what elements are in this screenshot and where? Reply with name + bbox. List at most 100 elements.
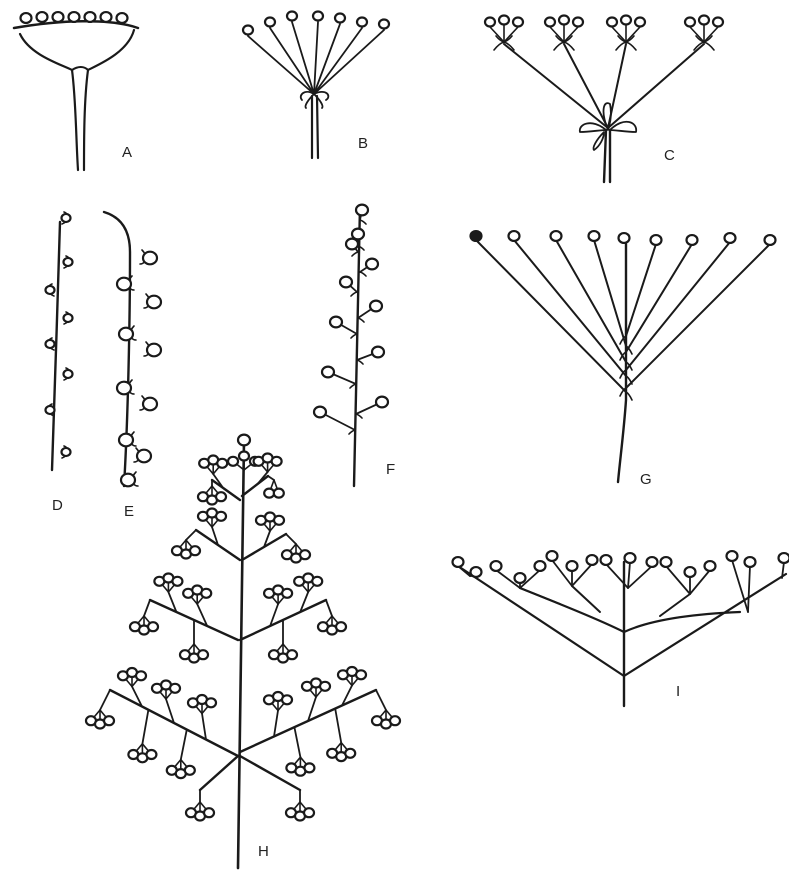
pedicel [748, 566, 750, 612]
floret-icon [661, 557, 672, 567]
floret-icon [21, 13, 32, 23]
pedicel [186, 530, 196, 540]
floret-icon [243, 26, 253, 35]
floret-icon [485, 18, 495, 27]
floret-icon [264, 489, 274, 498]
floret-icon [551, 231, 562, 241]
floret-icon [573, 18, 583, 27]
floret-icon [357, 18, 367, 27]
floret-icon [779, 553, 789, 563]
floret-icon [185, 766, 195, 775]
floret-icon [685, 567, 696, 577]
pedicel [490, 27, 504, 42]
floret-icon [372, 347, 384, 358]
panel-g-label: G [640, 471, 652, 488]
floret-icon [272, 457, 282, 466]
floret-icon [491, 561, 502, 571]
floret-icon [46, 406, 55, 414]
pedicel [550, 27, 564, 42]
floret-icon [390, 716, 400, 725]
floret-icon [699, 16, 709, 25]
panel-i-florets [453, 551, 789, 616]
floret-icon [635, 18, 645, 27]
floret-icon [137, 450, 151, 463]
floret-icon [685, 18, 695, 27]
pedicel [294, 727, 300, 757]
floret-icon [765, 235, 776, 245]
panel-f-label: F [386, 461, 395, 478]
floret-icon [172, 577, 182, 586]
pedicel [572, 586, 600, 612]
floret-icon [117, 13, 128, 23]
panel-h-drawing [238, 440, 244, 868]
floret-icon [190, 546, 200, 555]
panel-d-label: D [52, 497, 63, 514]
pedicel [144, 600, 150, 616]
floret-icon [198, 650, 208, 659]
pedicel [626, 244, 656, 336]
floret-icon [535, 561, 546, 571]
floret-icon [509, 231, 520, 241]
floret-icon [705, 561, 716, 571]
pedicel [626, 242, 730, 370]
floret-icon [69, 12, 80, 22]
panel-i-drawing [458, 562, 786, 706]
floret-icon [53, 12, 64, 22]
floret-icon [228, 457, 238, 466]
floret-icon [300, 550, 310, 559]
floret-icon [146, 750, 156, 759]
panel-g-rays [471, 231, 776, 400]
floret-icon [287, 12, 297, 21]
floret-icon [340, 277, 352, 288]
floret-icon [607, 18, 617, 27]
floret-icon [143, 398, 157, 411]
floret-icon [119, 328, 133, 341]
floret-icon [37, 12, 48, 22]
bract [357, 360, 363, 364]
floret-icon [85, 12, 96, 22]
pedicel [514, 240, 626, 376]
pedicel [626, 244, 692, 352]
floret-icon [376, 397, 388, 408]
floret-icon [121, 474, 135, 487]
floret-icon [287, 650, 297, 659]
floret-icon [101, 12, 112, 22]
floret-icon [336, 622, 346, 631]
floret-icon [335, 14, 345, 23]
floret-icon [62, 448, 71, 456]
pedicel [200, 756, 238, 790]
floret-icon [625, 553, 636, 563]
floret-icon [601, 555, 612, 565]
floret-icon [119, 434, 133, 447]
pedicel [504, 27, 518, 42]
floret-icon [453, 557, 464, 567]
floret-icon [727, 551, 738, 561]
floret-icon [621, 16, 631, 25]
floret-icon [104, 716, 114, 725]
floret-icon [46, 286, 55, 294]
floret-icon [725, 233, 736, 243]
pedicel [181, 730, 187, 760]
pedicel [376, 690, 386, 710]
floret-icon [170, 684, 180, 693]
floret-icon [64, 258, 73, 266]
floret-icon [366, 259, 378, 270]
panel-c-label: C [664, 147, 675, 164]
floret-icon [62, 214, 71, 222]
bract [626, 42, 636, 50]
floret-icon [647, 557, 658, 567]
floret-icon [206, 698, 216, 707]
pedicel [268, 476, 274, 480]
panel-e-florets [117, 250, 161, 486]
panel-b-rays [243, 12, 389, 95]
pedicel [564, 27, 578, 42]
floret-icon [713, 18, 723, 27]
pedicel [626, 27, 640, 42]
pedicel [142, 710, 148, 744]
panel-i-label: I [676, 683, 680, 700]
floret-icon [314, 407, 326, 418]
floret-icon [379, 20, 389, 29]
floret-icon [274, 516, 284, 525]
panel-g-drawing [618, 244, 626, 482]
floret-icon [239, 452, 249, 461]
